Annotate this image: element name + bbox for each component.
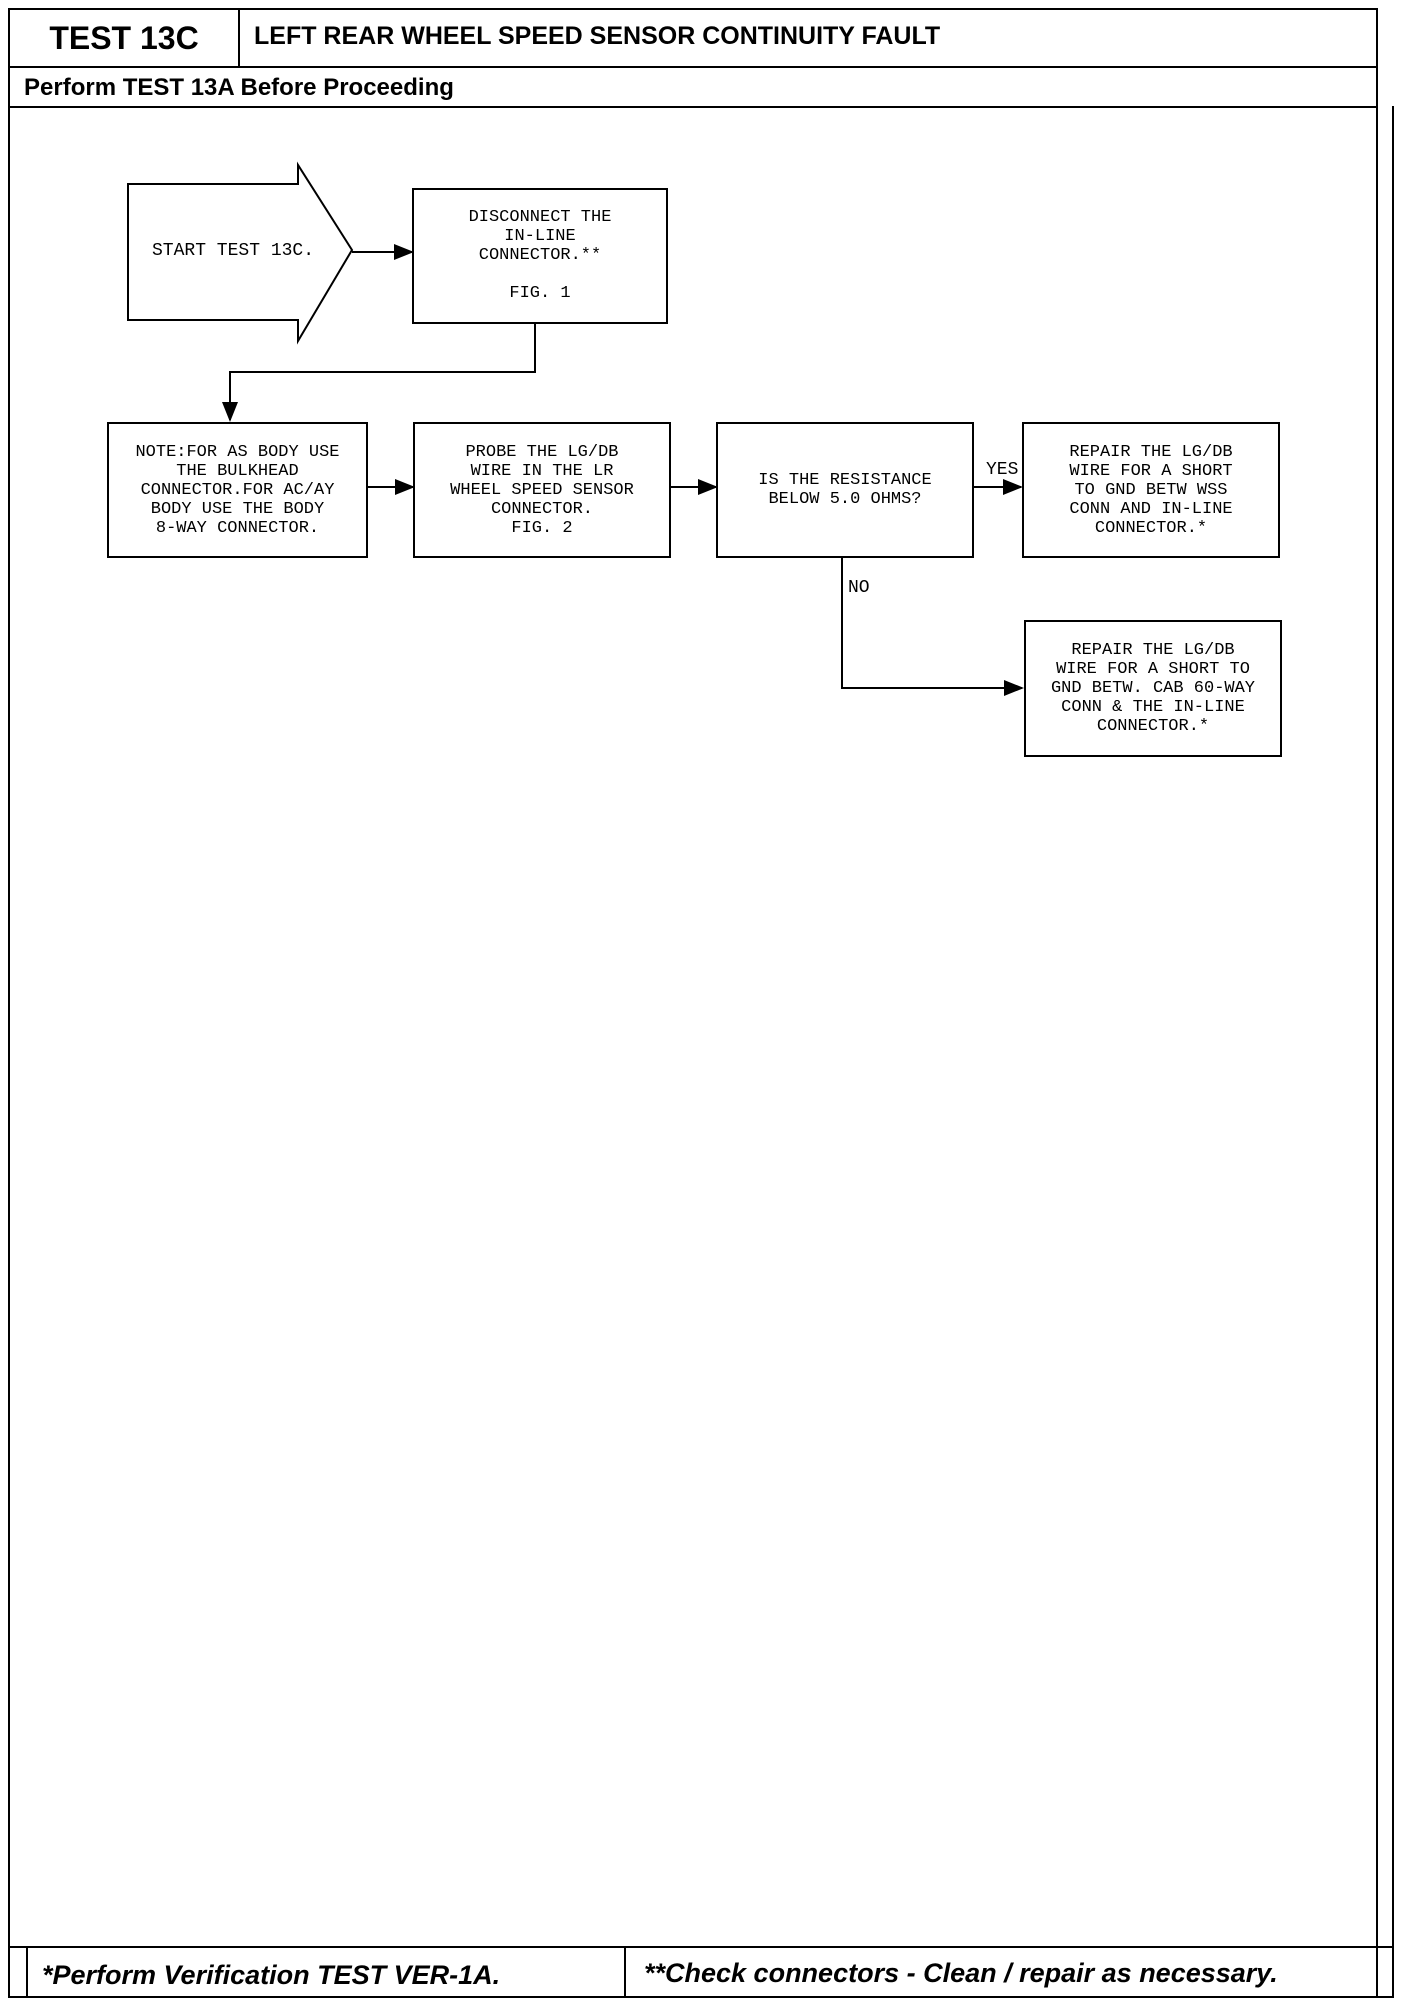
- repair-short-wss-step: REPAIR THE LG/DB WIRE FOR A SHORT TO GND…: [1022, 422, 1280, 558]
- connector-footnote: **Check connectors - Clean / repair as n…: [624, 1946, 1394, 1998]
- body-note-step: NOTE:FOR AS BODY USE THE BULKHEAD CONNEC…: [107, 422, 368, 558]
- resistance-decision: IS THE RESISTANCE BELOW 5.0 OHMS?: [716, 422, 974, 558]
- start-arrow-shape: [127, 161, 354, 345]
- repair-short-cab-step: REPAIR THE LG/DB WIRE FOR A SHORT TO GND…: [1024, 620, 1282, 757]
- prerequisite-note: Perform TEST 13A Before Proceeding: [8, 66, 1378, 108]
- disconnect-connector-step: DISCONNECT THE IN-LINE CONNECTOR.** FIG.…: [412, 188, 668, 324]
- probe-wire-step: PROBE THE LG/DB WIRE IN THE LR WHEEL SPE…: [413, 422, 671, 558]
- start-label: START TEST 13C.: [152, 241, 315, 261]
- verification-footnote: *Perform Verification TEST VER-1A.: [26, 1946, 626, 1998]
- yes-label: YES: [986, 460, 1019, 480]
- no-label: NO: [848, 578, 870, 598]
- connector-decision-no: [841, 558, 1024, 696]
- test-title: LEFT REAR WHEEL SPEED SENSOR CONTINUITY …: [238, 8, 1378, 68]
- connector-disconnect-note: [222, 324, 536, 422]
